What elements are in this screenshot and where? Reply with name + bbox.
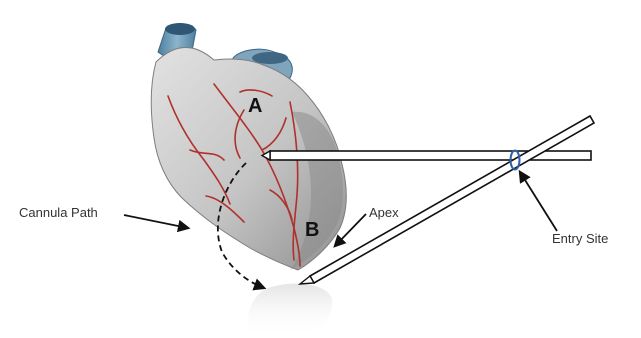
label-entry-site: Entry Site [552,231,608,246]
aorta-opening [165,23,195,35]
cannula-path-pointer-arrow [124,215,188,228]
label-b: B [305,219,319,241]
entry-site-pointer-arrow [520,172,557,231]
pulmonary-opening [252,52,288,64]
label-cannula-path: Cannula Path [19,205,98,220]
label-apex: Apex [369,205,399,220]
heart-reflection [248,284,332,338]
label-a: A [248,95,262,117]
